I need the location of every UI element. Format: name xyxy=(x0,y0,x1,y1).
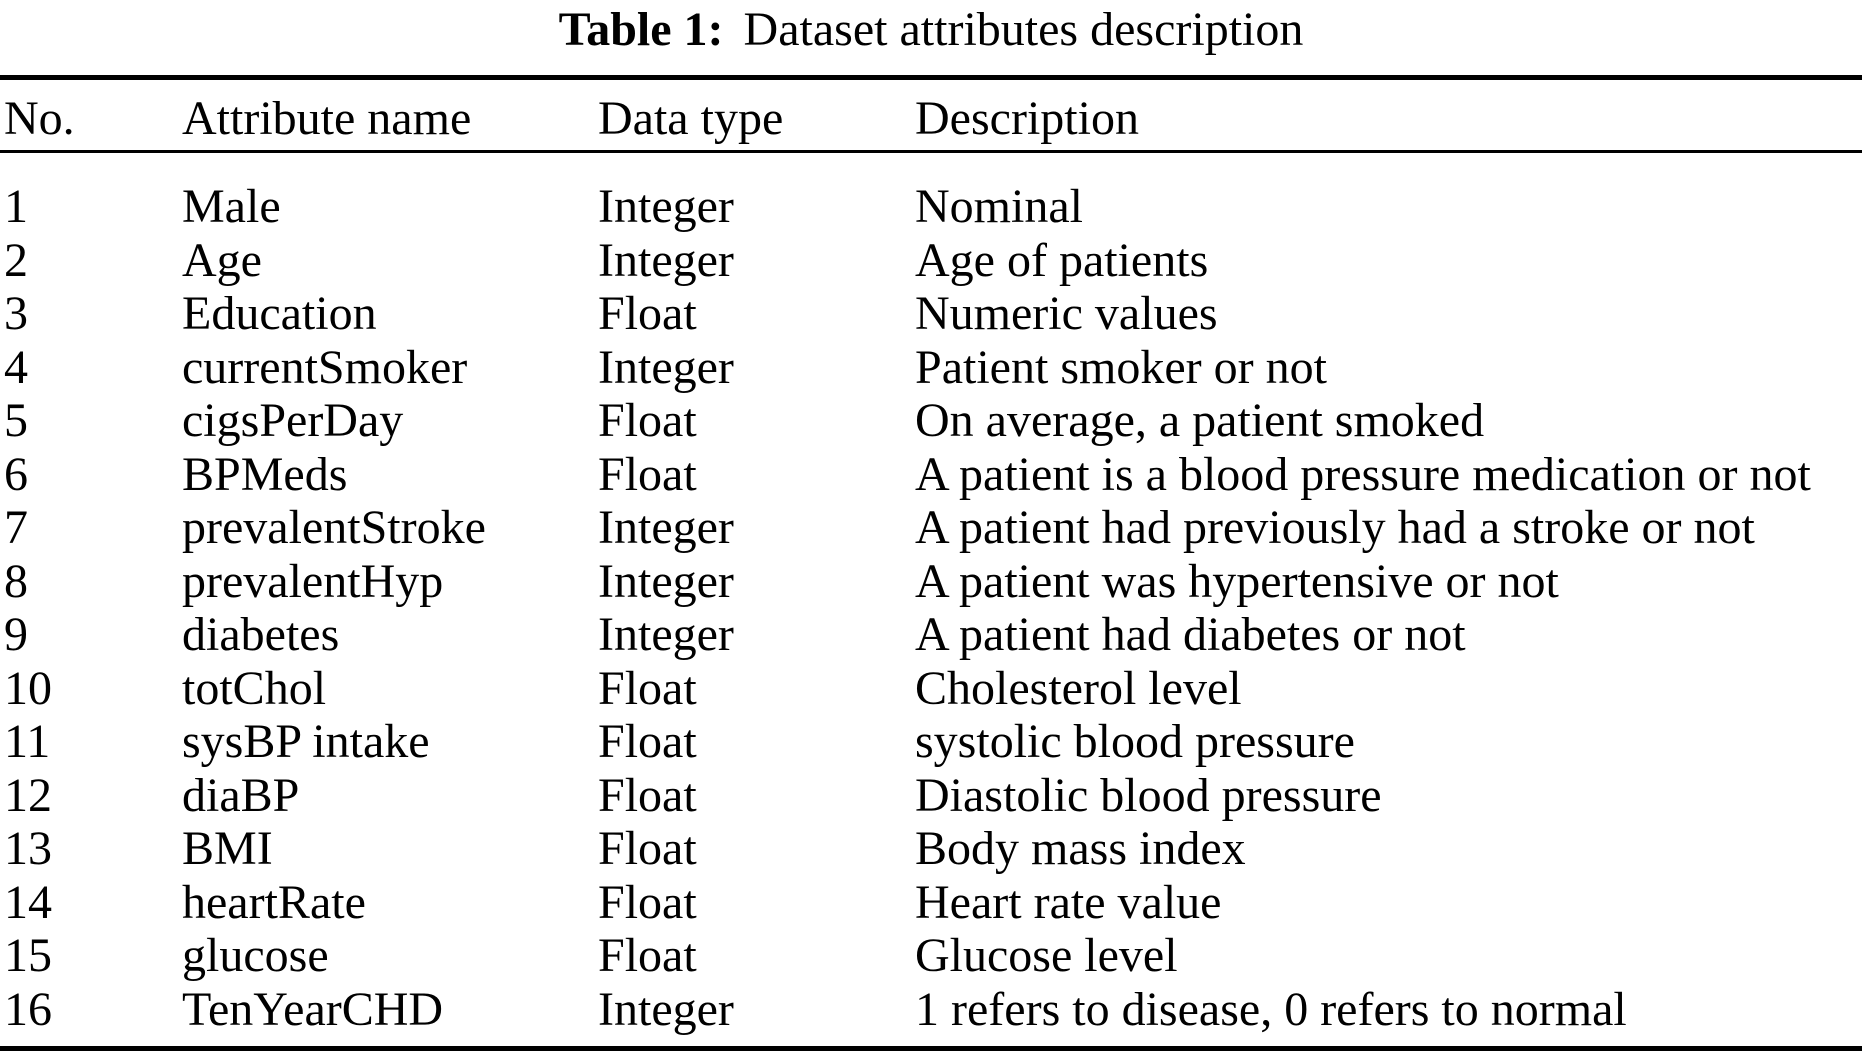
cell-description: Body mass index xyxy=(915,822,1246,875)
cell-attribute: BPMeds xyxy=(182,447,348,501)
table-top-rule xyxy=(0,75,1862,80)
cell-type: Float xyxy=(598,394,697,447)
cell-description: Nominal xyxy=(915,180,1083,233)
table-row: 1 Male Integer Nominal xyxy=(0,180,1862,234)
table-caption: Table 1: Dataset attributes description xyxy=(0,4,1862,56)
cell-description: Heart rate value xyxy=(915,875,1222,929)
cell-attribute: BMI xyxy=(182,822,273,875)
cell-attribute: Education xyxy=(182,287,377,340)
cell-type: Float xyxy=(598,287,697,340)
cell-no: 12 xyxy=(4,768,52,822)
table-row: 7 prevalentStroke Integer A patient had … xyxy=(0,501,1862,555)
cell-type: Integer xyxy=(598,180,734,233)
cell-no: 1 xyxy=(4,180,28,233)
cell-no: 3 xyxy=(4,287,28,340)
table-caption-text: Dataset attributes description xyxy=(743,3,1304,56)
header-description: Description xyxy=(915,92,1139,145)
cell-no: 8 xyxy=(4,554,28,608)
cell-type: Integer xyxy=(598,982,734,1036)
cell-no: 9 xyxy=(4,608,28,661)
table-row: 4 currentSmoker Integer Patient smoker o… xyxy=(0,341,1862,395)
cell-description: A patient was hypertensive or not xyxy=(915,554,1559,608)
cell-attribute: diaBP xyxy=(182,768,300,822)
cell-type: Float xyxy=(598,875,697,929)
cell-type: Integer xyxy=(598,340,734,394)
table-row: 9 diabetes Integer A patient had diabete… xyxy=(0,608,1862,662)
table-header-row: No. Attribute name Data type Description xyxy=(0,95,1862,143)
table-row: 3 Education Float Numeric values xyxy=(0,287,1862,341)
cell-no: 11 xyxy=(4,715,51,768)
table-row: 15 glucose Float Glucose level xyxy=(0,929,1862,983)
cell-type: Float xyxy=(598,447,697,501)
cell-attribute: prevalentHyp xyxy=(182,554,444,608)
header-no: No. xyxy=(4,92,75,145)
table-row: 10 totChol Float Cholesterol level xyxy=(0,662,1862,716)
header-data-type: Data type xyxy=(598,92,784,145)
cell-attribute: diabetes xyxy=(182,608,340,661)
cell-no: 6 xyxy=(4,447,28,501)
cell-no: 16 xyxy=(4,982,52,1036)
cell-description: On average, a patient smoked xyxy=(915,394,1485,447)
cell-type: Float xyxy=(598,715,697,768)
cell-no: 15 xyxy=(4,929,52,982)
cell-attribute: sysBP intake xyxy=(182,715,430,768)
cell-no: 13 xyxy=(4,822,52,875)
cell-attribute: heartRate xyxy=(182,875,366,929)
cell-attribute: glucose xyxy=(182,929,329,982)
cell-attribute: prevalentStroke xyxy=(182,501,486,554)
header-attribute-name: Attribute name xyxy=(182,92,472,145)
table-row: 16 TenYearCHD Integer 1 refers to diseas… xyxy=(0,983,1862,1037)
table-caption-label: Table 1: xyxy=(558,3,724,56)
cell-no: 2 xyxy=(4,233,28,287)
table-header-rule xyxy=(0,150,1862,153)
table-row: 13 BMI Float Body mass index xyxy=(0,822,1862,876)
table-bottom-rule xyxy=(0,1046,1862,1051)
cell-attribute: currentSmoker xyxy=(182,340,468,394)
table-row: 8 prevalentHyp Integer A patient was hyp… xyxy=(0,555,1862,609)
cell-description: Diastolic blood pressure xyxy=(915,768,1382,822)
cell-type: Float xyxy=(598,661,697,715)
cell-no: 7 xyxy=(4,501,28,554)
cell-description: Glucose level xyxy=(915,929,1178,982)
cell-attribute: totChol xyxy=(182,661,327,715)
cell-no: 10 xyxy=(4,661,52,715)
cell-type: Integer xyxy=(598,608,734,661)
table-row: 2 Age Integer Age of patients xyxy=(0,234,1862,288)
cell-no: 14 xyxy=(4,875,52,929)
cell-attribute: Age xyxy=(182,233,262,287)
cell-description: 1 refers to disease, 0 refers to normal xyxy=(915,982,1627,1036)
cell-attribute: cigsPerDay xyxy=(182,394,404,447)
cell-description: Cholesterol level xyxy=(915,661,1242,715)
cell-attribute: Male xyxy=(182,180,281,233)
table-row: 11 sysBP intake Float systolic blood pre… xyxy=(0,715,1862,769)
table-row: 14 heartRate Float Heart rate value xyxy=(0,876,1862,930)
table-row: 12 diaBP Float Diastolic blood pressure xyxy=(0,769,1862,823)
cell-attribute: TenYearCHD xyxy=(182,982,444,1036)
cell-description: Patient smoker or not xyxy=(915,340,1327,394)
cell-description: A patient had previously had a stroke or… xyxy=(915,501,1755,554)
cell-type: Integer xyxy=(598,554,734,608)
cell-description: A patient is a blood pressure medication… xyxy=(915,447,1811,501)
cell-no: 5 xyxy=(4,394,28,447)
cell-type: Float xyxy=(598,822,697,875)
table-body: 1 Male Integer Nominal 2 Age Integer Age… xyxy=(0,180,1862,1036)
table-row: 5 cigsPerDay Float On average, a patient… xyxy=(0,394,1862,448)
cell-description: Numeric values xyxy=(915,287,1218,340)
cell-type: Integer xyxy=(598,501,734,554)
cell-description: systolic blood pressure xyxy=(915,715,1355,768)
cell-description: A patient had diabetes or not xyxy=(915,608,1466,661)
cell-description: Age of patients xyxy=(915,233,1209,287)
cell-type: Float xyxy=(598,929,697,982)
cell-no: 4 xyxy=(4,340,28,394)
cell-type: Integer xyxy=(598,233,734,287)
cell-type: Float xyxy=(598,768,697,822)
table-row: 6 BPMeds Float A patient is a blood pres… xyxy=(0,448,1862,502)
